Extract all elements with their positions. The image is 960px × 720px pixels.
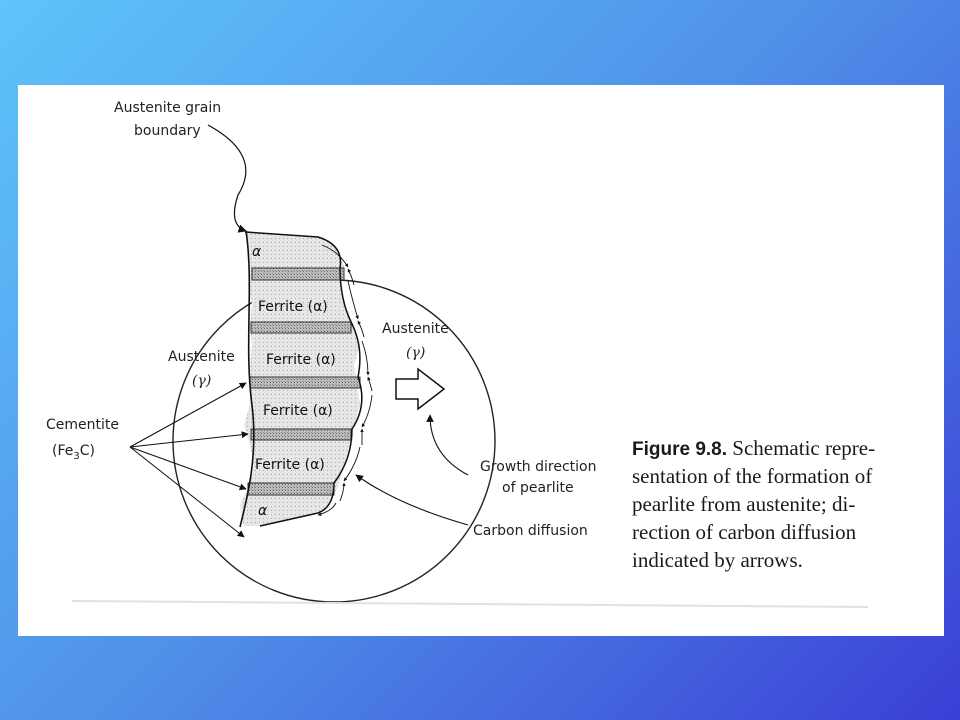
caption-line-2: sentation of the formation of: [632, 464, 872, 488]
cementite-plate-3: [249, 376, 361, 389]
grain-boundary-line: [239, 230, 255, 528]
growth-direction-leader: [426, 414, 469, 476]
ferrite-label-2: Ferrite (α): [266, 352, 336, 368]
ferrite-label-3: Ferrite (α): [263, 403, 333, 419]
cementite-plate-2: [250, 321, 352, 334]
carbon-diffusion-leader: [355, 474, 469, 526]
cementite-label: Cementite: [46, 417, 119, 433]
cementite-arrows: [129, 382, 249, 538]
cementite-formula: (Fe3C): [52, 443, 95, 462]
cementite-plate-5: [247, 482, 335, 496]
growth-front-line: [244, 231, 363, 527]
figure-panel: α Ferrite (α) Ferrite (α) Ferrite (α) Fe…: [18, 85, 944, 636]
ferrite-label-4: Ferrite (α): [255, 457, 325, 473]
growth-direction-label-1: Growth direction: [480, 459, 596, 475]
austenite-left-label: Austenite: [168, 349, 235, 365]
gamma-left-label: (γ): [192, 373, 211, 389]
cementite-plate-1: [251, 267, 345, 281]
grain-boundary-label-1: Austenite grain: [114, 100, 221, 116]
scan-shadow: [71, 600, 869, 608]
alpha-label-top: α: [252, 244, 262, 260]
cementite-lamellae: [247, 267, 361, 496]
caption-line-4: rection of carbon diffusion: [632, 520, 857, 544]
grain-boundary-label-2: boundary: [134, 123, 201, 139]
caption-line-1: Figure 9.8. Schematic repre-: [632, 436, 875, 460]
figure-caption: Figure 9.8. Schematic repre- sentation o…: [632, 436, 875, 572]
caption-line-5: indicated by arrows.: [632, 548, 803, 572]
carbon-diffusion-arrows: [317, 244, 373, 516]
caption-line-3: pearlite from austenite; di-: [632, 492, 855, 516]
grain-boundary-arrow: [207, 124, 247, 233]
carbon-diffusion-label: Carbon diffusion: [473, 523, 588, 539]
alpha-label-bottom: α: [258, 503, 268, 519]
growth-direction-label-2: of pearlite: [502, 480, 574, 496]
ferrite-label-1: Ferrite (α): [258, 299, 328, 315]
cementite-plate-4: [250, 428, 352, 441]
gamma-right-label: (γ): [406, 345, 425, 361]
austenite-right-label: Austenite: [382, 321, 449, 337]
pearlite-diagram: α Ferrite (α) Ferrite (α) Ferrite (α) Fe…: [46, 100, 875, 608]
growth-direction-arrow: [395, 367, 446, 411]
